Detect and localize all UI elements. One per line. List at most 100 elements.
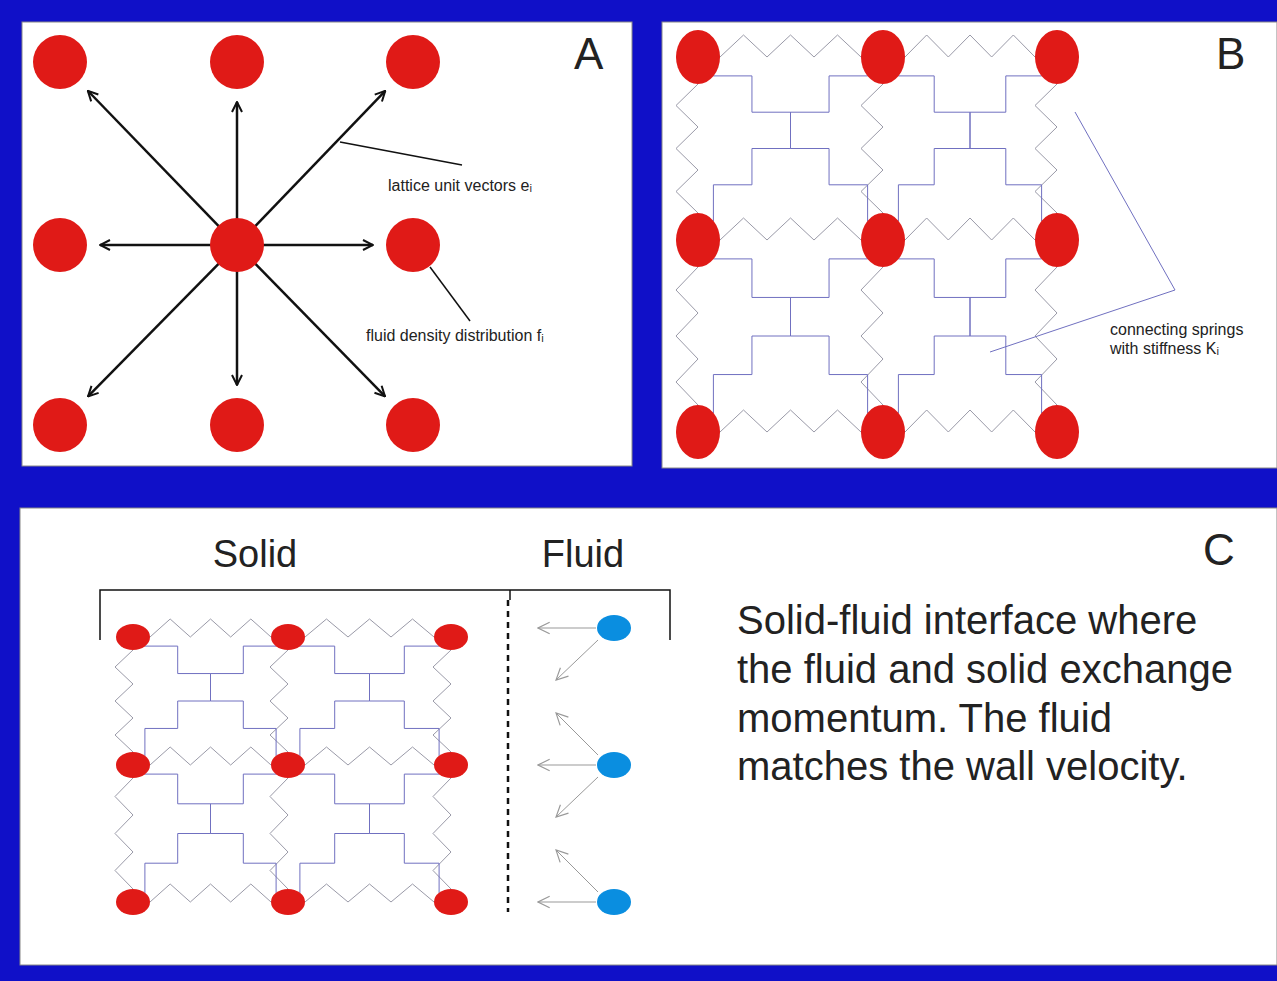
spring	[433, 778, 451, 889]
lattice-node	[116, 752, 150, 778]
diagonal-spring	[713, 76, 867, 221]
panel-b	[662, 22, 1277, 468]
spring	[720, 218, 861, 240]
diagonal-spring	[145, 646, 276, 756]
fluid-node	[597, 752, 631, 778]
lattice-node	[1035, 30, 1079, 84]
diagonal-spring	[898, 259, 1041, 413]
lattice-node	[271, 889, 305, 915]
interface-line	[507, 600, 510, 912]
spring	[305, 619, 434, 637]
diagonal-spring	[713, 259, 867, 413]
lattice-node	[386, 218, 440, 272]
region-label: Fluid	[518, 532, 648, 578]
callout-label: lattice unit vectors eᵢ	[388, 176, 608, 195]
spring	[270, 650, 288, 752]
lattice-node	[1035, 405, 1079, 459]
spring	[150, 619, 271, 637]
fluid-vector	[556, 777, 598, 817]
lattice-vector	[100, 244, 211, 247]
fluid-node	[597, 889, 631, 915]
lattice-node	[676, 213, 720, 267]
spring	[150, 884, 271, 902]
callout-label: fluid density distribution fᵢ	[366, 326, 616, 345]
panel-letter: C	[1203, 524, 1235, 577]
fluid-vector	[538, 765, 596, 766]
diagonal-spring	[300, 646, 439, 756]
lattice-node	[861, 405, 905, 459]
leader-line	[340, 142, 462, 165]
spring	[861, 84, 883, 213]
spring	[676, 267, 698, 405]
spring	[1035, 84, 1057, 213]
diagonal-spring	[300, 774, 439, 893]
lattice-node	[386, 398, 440, 452]
spring	[270, 778, 288, 889]
fluid-vector	[556, 640, 598, 680]
lattice-vector	[263, 244, 373, 247]
lattice-node	[210, 35, 264, 89]
lattice-vector	[255, 91, 385, 226]
fluid-vector	[556, 850, 598, 892]
diagonal-spring	[713, 76, 867, 221]
fluid-vector	[538, 628, 596, 629]
fluid-vector	[556, 713, 598, 755]
panel-letter: B	[1216, 28, 1245, 81]
spring	[905, 218, 1035, 240]
lattice-node	[271, 624, 305, 650]
description: Solid-fluid interface where the fluid an…	[737, 596, 1237, 791]
lattice-node	[861, 30, 905, 84]
spring	[720, 35, 861, 57]
lattice-node	[271, 752, 305, 778]
panel-c	[20, 508, 1277, 965]
lattice-node	[861, 213, 905, 267]
spring	[305, 884, 434, 902]
leader-line	[990, 112, 1175, 352]
leader-line	[430, 267, 470, 321]
region-label: Solid	[190, 532, 320, 578]
lattice-node	[33, 35, 87, 89]
fluid-node	[597, 615, 631, 641]
spring	[115, 778, 133, 889]
lattice-vector	[88, 91, 219, 227]
panel-a	[22, 22, 632, 466]
fluid-vector	[538, 902, 596, 903]
diagonal-spring	[898, 76, 1041, 221]
bracket	[509, 590, 511, 600]
panel-letter: A	[574, 28, 603, 81]
lattice-node	[386, 35, 440, 89]
lattice-node	[676, 30, 720, 84]
spring	[433, 650, 451, 752]
spring	[115, 650, 133, 752]
lattice-node	[434, 624, 468, 650]
diagonal-spring	[898, 76, 1041, 221]
callout-label: connecting springs with stiffness Kᵢ	[1110, 320, 1272, 358]
diagonal-spring	[713, 259, 867, 413]
lattice-node	[33, 218, 87, 272]
spring	[905, 35, 1035, 57]
diagonal-spring	[145, 646, 276, 756]
lattice-node	[116, 889, 150, 915]
bracket	[100, 590, 670, 640]
lattice-node	[1035, 213, 1079, 267]
lattice-vector	[88, 264, 219, 397]
lattice-node	[210, 218, 264, 272]
lattice-node	[116, 624, 150, 650]
diagonal-spring	[300, 774, 439, 893]
spring	[150, 747, 271, 765]
lattice-node	[676, 405, 720, 459]
lattice-vector	[236, 102, 239, 219]
spring	[861, 267, 883, 405]
diagonal-spring	[145, 774, 276, 893]
lattice-vector	[255, 264, 385, 397]
lattice-node	[434, 752, 468, 778]
spring	[305, 747, 434, 765]
lattice-node	[210, 398, 264, 452]
diagonal-spring	[300, 646, 439, 756]
diagonal-spring	[145, 774, 276, 893]
diagonal-spring	[898, 259, 1041, 413]
spring	[720, 410, 861, 432]
lattice-node	[33, 398, 87, 452]
lattice-node	[434, 889, 468, 915]
